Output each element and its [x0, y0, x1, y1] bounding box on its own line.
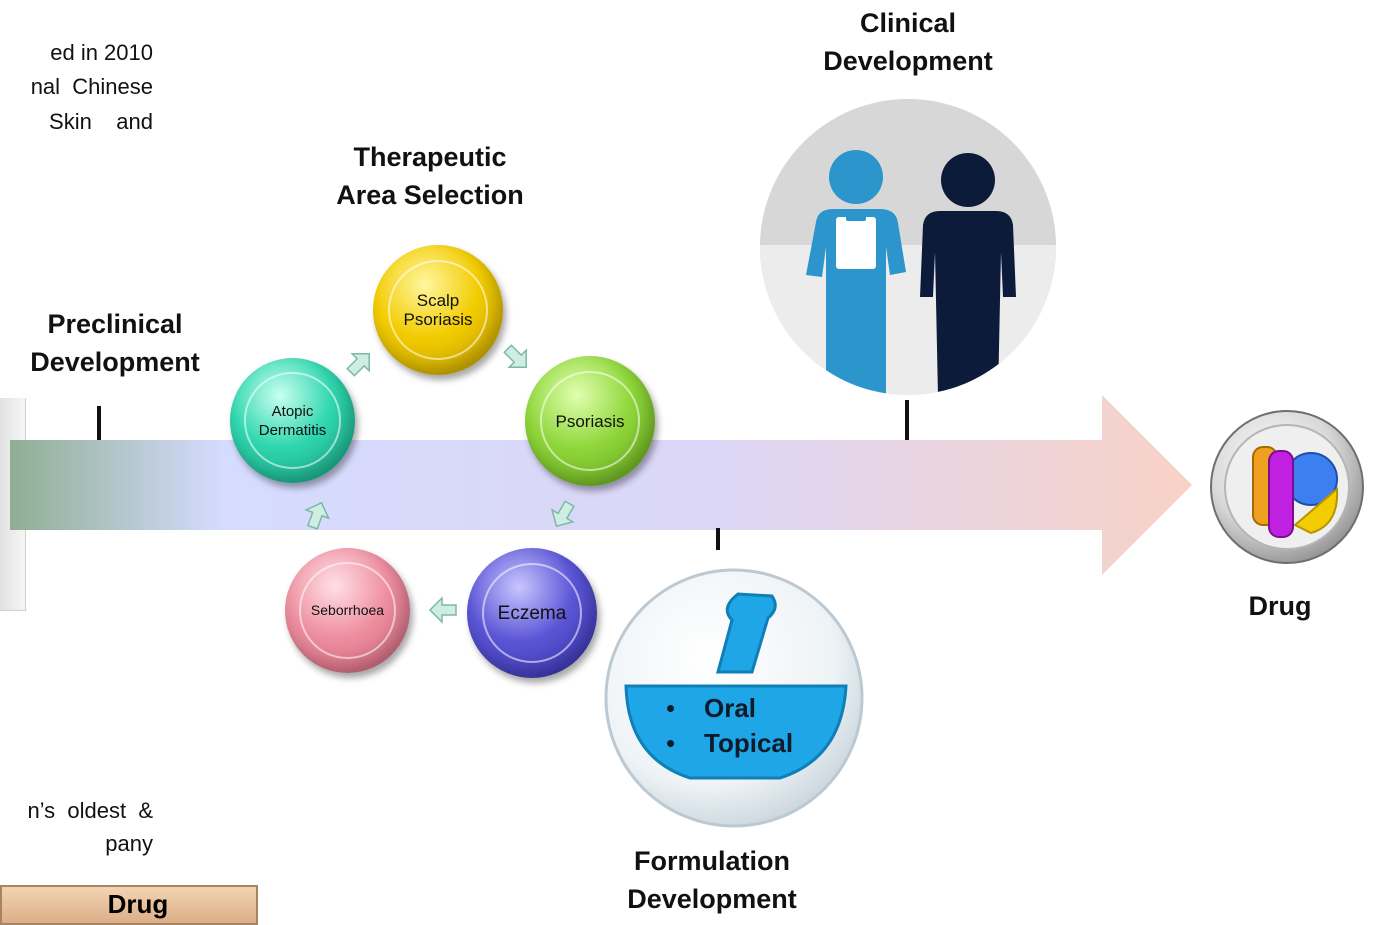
cycle-arrow-icon: [503, 344, 527, 368]
preclinical-label: Preclinical Development: [30, 309, 200, 377]
cycle-arrow-icon: [346, 353, 370, 377]
formulation-list: Oral Topical: [662, 691, 793, 761]
patient-icon: [920, 153, 1016, 395]
cycle-arrow-icon: [428, 596, 457, 624]
cycle-arrow-icon: [304, 501, 331, 530]
clinical-label: Clinical Development: [823, 8, 993, 76]
clinical-illustration: [760, 99, 1056, 395]
formulation-label: Formulation Development: [627, 846, 797, 914]
formulation-item-oral: Oral: [662, 691, 793, 726]
cycle-node-seborrhoea: Seborrhoea: [285, 548, 410, 673]
intro-text-fragment-1: ed in 2010: [50, 40, 153, 65]
clinical-tick: [905, 400, 909, 440]
cycle-node-scalp-psoriasis: Scalp Psoriasis: [373, 245, 503, 375]
drug-box: Drug: [0, 885, 258, 925]
intro-text-fragment-3: Skin and: [49, 109, 153, 134]
cycle-node-psoriasis: Psoriasis: [525, 356, 655, 486]
preclinical-tick: [97, 406, 101, 440]
history-text-fragment-1: n’s oldest &: [27, 798, 153, 823]
formulation-item-topical: Topical: [662, 726, 793, 761]
cycle-node-atopic-dermatitis: Atopic Dermatitis: [230, 358, 355, 483]
formulation-tick: [716, 528, 720, 550]
cycle-arrow-icon: [550, 500, 575, 528]
clinician-icon: [806, 150, 906, 395]
history-text-fragment-2: pany: [105, 831, 153, 856]
cycle-node-eczema: Eczema: [467, 548, 597, 678]
therapeutic-label: Therapeutic Area Selection: [336, 142, 524, 210]
drug-box-label: Drug: [107, 889, 169, 919]
drug-label: Drug: [1248, 591, 1312, 621]
pills-icon: [1252, 446, 1339, 538]
drug-icon: [1210, 410, 1364, 564]
intro-text-fragment-2: nal Chinese: [30, 74, 153, 99]
